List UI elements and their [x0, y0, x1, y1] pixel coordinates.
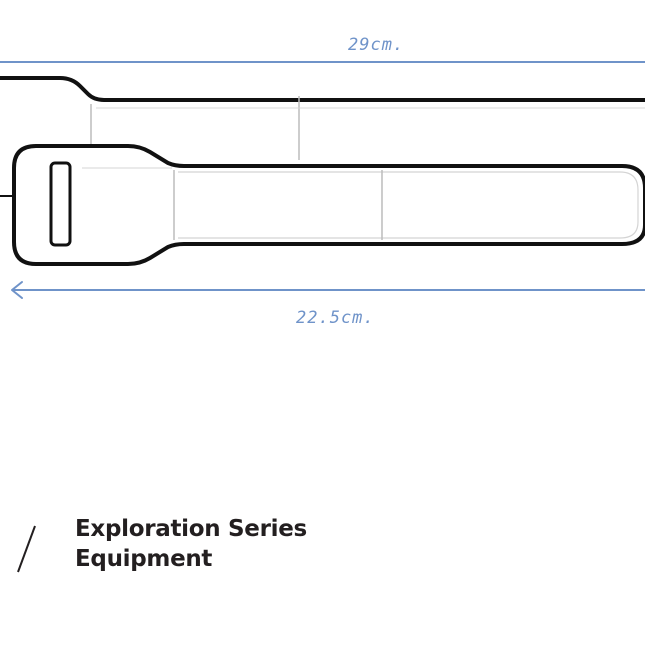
lower-dimension-label: 22.5cm.: [296, 308, 375, 328]
upper-strap-outline: [0, 76, 645, 102]
caption: Exploration Series Equipment: [75, 514, 307, 574]
caption-slash: [17, 525, 36, 573]
buckle-slot: [49, 161, 72, 247]
lower-dimension-arrowhead: [11, 281, 23, 299]
lower-strap: [0, 144, 645, 266]
upper-strap: [0, 76, 645, 160]
upper-dimension-label: 29cm.: [348, 35, 404, 55]
lower-strap-inner-edge: [178, 171, 639, 239]
lower-strap-outline: [12, 144, 645, 266]
lower-dimension: 22.5cm.: [11, 281, 645, 328]
caption-line-1: Exploration Series: [75, 516, 307, 542]
caption-line-2: Equipment: [75, 546, 213, 572]
